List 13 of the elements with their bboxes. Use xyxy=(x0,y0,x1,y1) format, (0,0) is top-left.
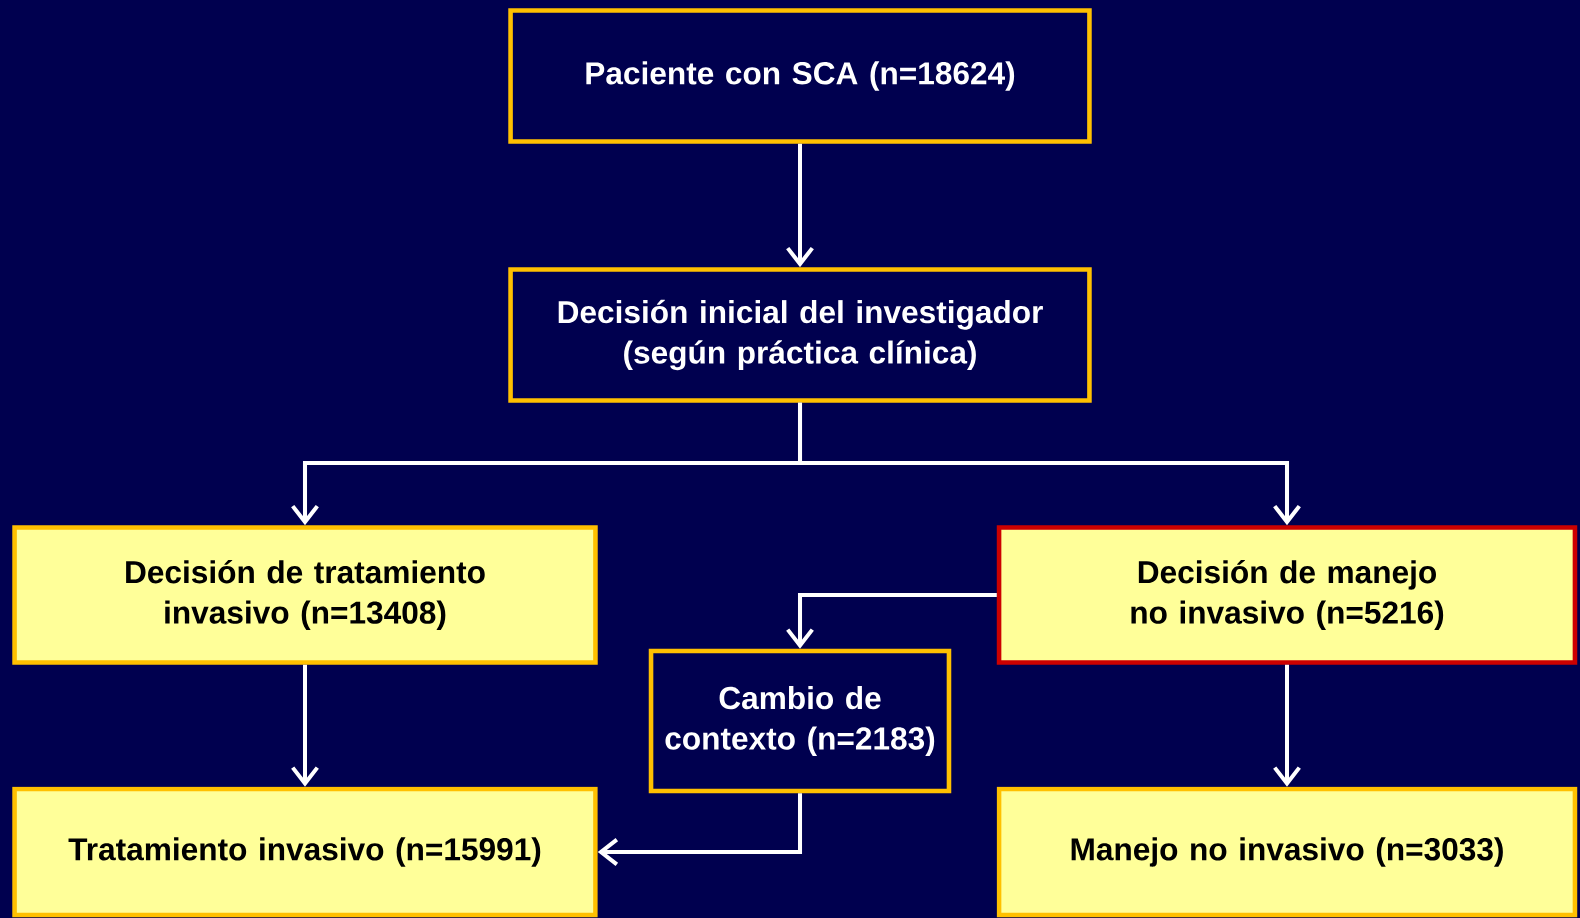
process-box: Paciente con SCA (n=18624) xyxy=(508,8,1092,144)
arrow xyxy=(798,402,1301,526)
arrow xyxy=(786,593,997,649)
arrow xyxy=(291,664,319,787)
process-box: Cambio de contexto (n=2183) xyxy=(648,648,952,794)
highlighted-box: Decisión de manejo no invasivo (n=5216) xyxy=(996,525,1578,665)
process-box: Decisión de tratamiento invasivo (n=13408) xyxy=(12,525,598,665)
arrow xyxy=(786,143,814,268)
arrow xyxy=(597,793,803,866)
process-box: Tratamiento invasivo (n=15991) xyxy=(12,786,598,918)
process-box: Decisión inicial del investigador (según práctica clínica) xyxy=(508,267,1092,403)
arrow xyxy=(1273,664,1301,787)
process-box: Manejo no invasivo (n=3033) xyxy=(996,786,1578,918)
